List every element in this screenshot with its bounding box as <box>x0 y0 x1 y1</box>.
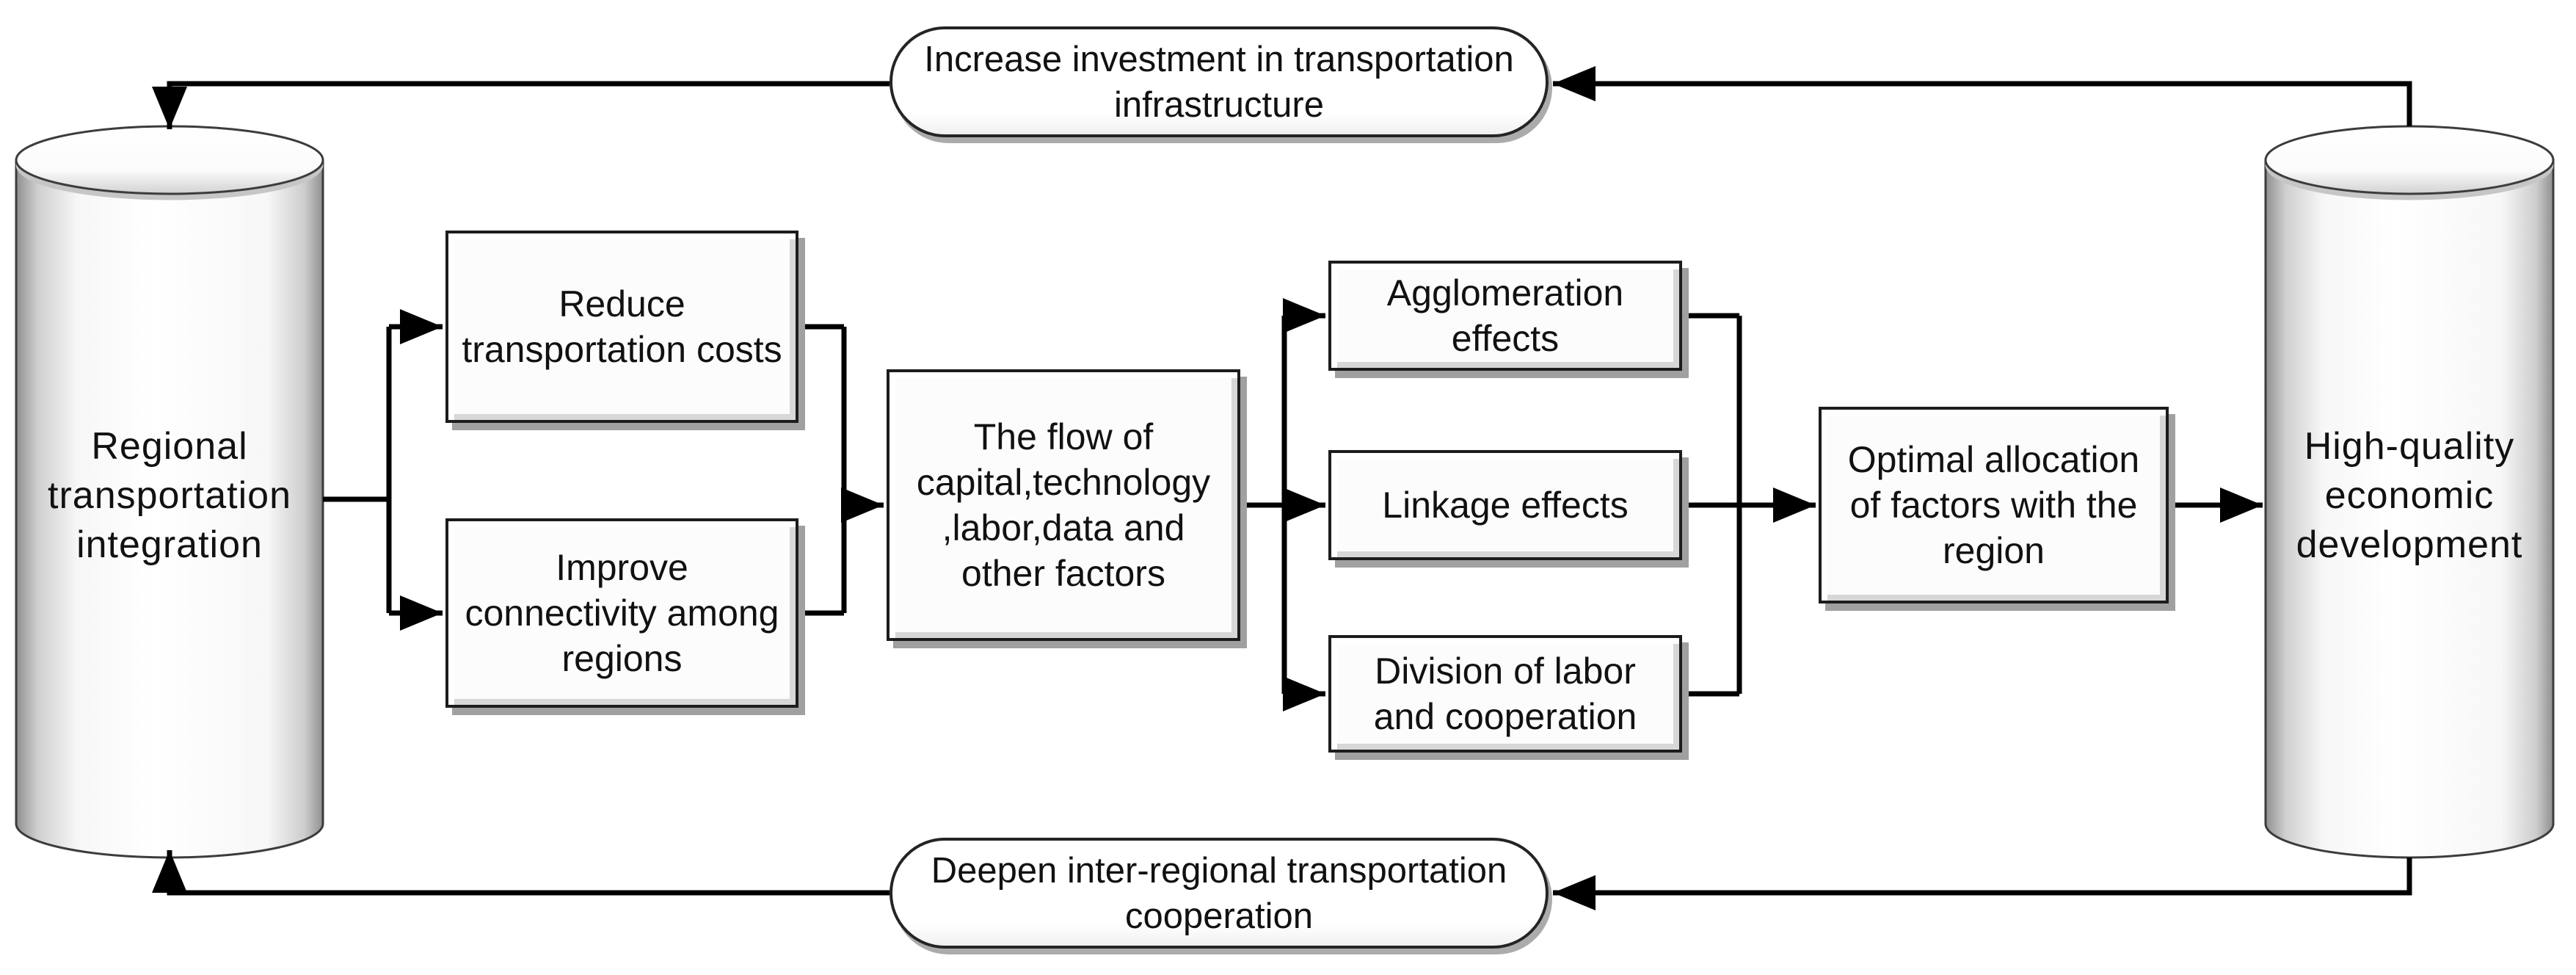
cylinder-regional-transportation-integration <box>15 125 324 859</box>
node-optimal-allocation: Optimal allocation of factors with the r… <box>1819 407 2169 604</box>
cylinder-high-quality-economic-development <box>2264 125 2555 859</box>
node-deepen-cooperation: Deepen inter-regional transportation coo… <box>889 838 1549 949</box>
node-increase-investment-label: Increase investment in transportation in… <box>924 39 1514 125</box>
edge-cooperation-to-integration <box>152 850 889 896</box>
node-improve-connectivity-label: Improve connectivity among regions <box>465 547 779 679</box>
node-factor-flow: The flow of capital,technology ,labor,da… <box>887 369 1240 641</box>
node-improve-connectivity: Improve connectivity among regions <box>445 518 798 708</box>
node-division-labor: Division of labor and cooperation <box>1328 635 1682 753</box>
node-optimal-allocation-label: Optimal allocation of factors with the r… <box>1847 439 2140 571</box>
node-factor-flow-label: The flow of capital,technology ,labor,da… <box>916 416 1211 594</box>
edge-investment-to-integration <box>152 81 889 129</box>
node-increase-investment: Increase investment in transportation in… <box>889 26 1549 137</box>
edge-dev-to-increase-investment <box>1553 66 2412 126</box>
node-agglomeration: Agglomeration effects <box>1328 261 1682 371</box>
connector-arrows <box>152 66 2412 910</box>
node-linkage: Linkage effects <box>1328 450 1682 560</box>
node-agglomeration-label: Agglomeration effects <box>1386 272 1624 359</box>
node-reduce-costs-label: Reduce transportation costs <box>462 283 782 370</box>
node-linkage-label: Linkage effects <box>1382 485 1629 526</box>
node-regional-integration-label: Regional transportation integration <box>48 425 291 566</box>
node-reduce-costs: Reduce transportation costs <box>445 231 798 423</box>
node-division-labor-label: Division of labor and cooperation <box>1373 650 1637 737</box>
edge-dev-to-deepen-cooperation <box>1553 858 2412 910</box>
node-high-quality-dev-label: High-quality economic development <box>2296 425 2523 566</box>
node-deepen-cooperation-label: Deepen inter-regional transportation coo… <box>931 850 1507 936</box>
